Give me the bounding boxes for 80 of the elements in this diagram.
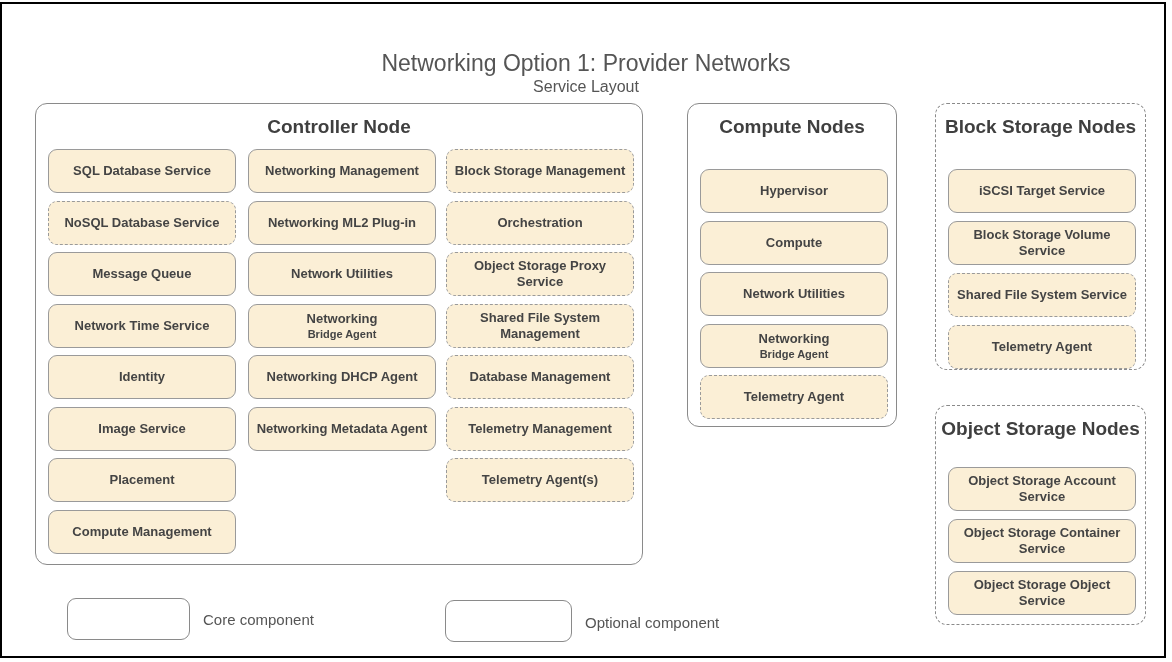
component-box [446,149,634,193]
component-box [948,273,1136,317]
component-label: Network Utilities [742,286,846,302]
component-label: Hypervisor [759,183,829,199]
component-label: SQL Database Service [72,163,212,179]
component-label: Networking DHCP Agent [265,369,419,385]
component-label: Object Storage Object Service [972,577,1112,609]
component-box [48,200,236,245]
component-box [700,375,888,419]
component-box [446,303,634,348]
component-box [446,252,634,296]
diagram-subtitle: Service Layout [533,78,639,95]
component-box [48,458,236,502]
component-label: NoSQL Database Service [63,214,221,231]
component-label: Telemetry Management [467,420,613,437]
component-label: Database Management [468,369,612,385]
group-title: Object Storage Nodes [941,417,1140,441]
component-box [48,355,236,399]
component-label: Networking ML2 Plug-in [266,214,418,231]
component-label: Telemetry Agent(s) [480,472,600,488]
component-label: Telemetry Agent [742,389,846,405]
node-group-panel [935,405,1146,625]
component-label: Shared File System Management [479,309,601,342]
component-box [948,519,1136,563]
component-label: iSCSI Target Service [977,183,1107,199]
legend-label: Optional component [585,614,720,631]
component-label: Message Queue [91,266,193,282]
component-label: Compute [764,234,824,251]
group-title: Compute Nodes [719,115,865,139]
component-label: Object Storage Proxy Service [472,258,608,290]
component-label: Bridge Agent [306,326,378,341]
node-group-panel [935,103,1146,370]
component-box [48,252,236,296]
component-label: Networking Metadata Agent [255,420,429,437]
component-label: Bridge Agent [758,346,830,361]
component-label: Networking [757,330,831,347]
component-label: Orchestration [496,214,584,231]
component-label: Block Storage Management [453,163,627,179]
component-label: Image Service [97,420,187,437]
component-box [948,169,1136,213]
component-box [700,169,888,213]
component-label: Network Time Service [73,317,211,334]
component-label: Compute Management [71,523,213,540]
component-label: Shared File System Service [956,287,1128,303]
component-box [48,509,236,554]
component-box [248,303,436,348]
component-box [48,406,236,451]
component-label: Identity [117,369,167,385]
component-box [700,272,888,316]
component-label: Networking Management [264,163,420,179]
component-box [248,252,436,296]
component-box [248,355,436,399]
component-box [700,323,888,368]
group-title: Block Storage Nodes [944,115,1137,139]
component-box [48,149,236,193]
node-group-panel [35,103,643,565]
component-box [248,200,436,245]
component-box [446,355,634,399]
component-box [948,467,1136,511]
component-box [248,149,436,193]
component-label: Telemetry Agent [990,339,1094,355]
component-box [948,571,1136,615]
legend-label: Core component [203,611,314,628]
group-title: Controller Node [267,115,411,139]
component-box [948,221,1136,265]
component-box [446,406,634,451]
component-box [248,406,436,451]
component-box [446,200,634,245]
component-box [700,220,888,265]
component-box [48,303,236,348]
component-label: Object Storage Account Service [967,473,1117,505]
component-label: Network Utilities [290,266,394,282]
component-label: Block Storage Volume Service [972,227,1112,259]
component-label: Networking [305,310,379,327]
component-label: Placement [108,472,176,488]
component-box [446,458,634,502]
component-label: Object Storage Container Service [962,525,1122,557]
component-box [948,325,1136,369]
diagram-title: Networking Option 1: Provider Networks [381,50,791,76]
node-group-panel [687,103,897,427]
